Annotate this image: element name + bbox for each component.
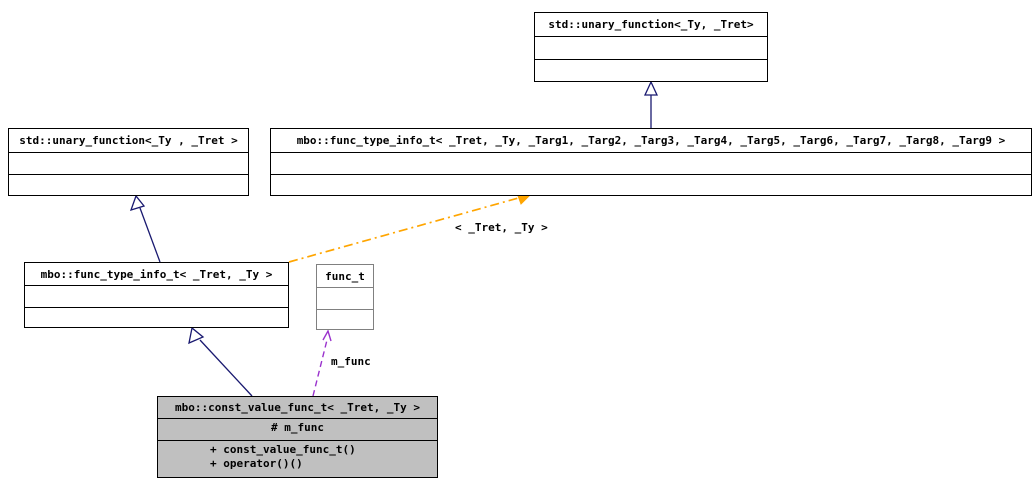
class-attributes-std-unary-function-top xyxy=(535,37,767,58)
class-attributes-std-unary-function-left xyxy=(9,153,248,173)
class-operation: + operator()() xyxy=(210,456,303,470)
class-separator xyxy=(9,173,248,175)
class-separator xyxy=(271,152,1031,154)
class-attributes-func-t xyxy=(317,288,373,308)
class-separator xyxy=(317,308,373,310)
class-separator xyxy=(535,58,767,60)
edge-usage-m-func xyxy=(312,329,332,397)
class-separator xyxy=(271,173,1031,175)
class-operation: + const_value_func_t() xyxy=(210,442,356,456)
class-operations-mbo-func-type-info-t-full xyxy=(271,175,1031,195)
edge-inherit-info2-from-unary-left xyxy=(129,194,161,263)
class-title-mbo-const-value-func-t: mbo::const_value_func_t< _Tret, _Ty > xyxy=(174,401,421,415)
class-separator xyxy=(9,152,248,154)
class-box-std-unary-function-left[interactable]: std::unary_function<_Ty , _Tret > xyxy=(8,128,249,196)
class-separator xyxy=(25,306,288,308)
class-separator xyxy=(317,287,373,289)
class-attributes-mbo-func-type-info-t-2 xyxy=(25,286,288,306)
class-title-std-unary-function-left: std::unary_function<_Ty , _Tret > xyxy=(19,134,238,148)
class-title-func-t: func_t xyxy=(325,269,365,283)
member-name-label: m_func xyxy=(331,355,371,368)
class-box-std-unary-function-top[interactable]: std::unary_function<_Ty, _Tret> xyxy=(534,12,768,82)
class-operations-mbo-func-type-info-t-2 xyxy=(25,308,288,327)
class-attributes-mbo-const-value-func-t: # m_func xyxy=(158,419,437,440)
class-attributes-mbo-func-type-info-t-full xyxy=(271,153,1031,173)
class-operations-mbo-const-value-func-t: + const_value_func_t()+ operator()() xyxy=(158,441,437,477)
class-operations-func-t xyxy=(317,310,373,329)
class-box-mbo-func-type-info-t-full[interactable]: mbo::func_type_info_t< _Tret, _Ty, _Targ… xyxy=(270,128,1032,196)
class-title-std-unary-function-top: std::unary_function<_Ty, _Tret> xyxy=(548,18,754,32)
class-separator xyxy=(535,36,767,38)
edge-inherit-full-from-top xyxy=(643,80,659,128)
class-attribute: # m_func xyxy=(271,421,324,435)
template-binding-label: < _Tret, _Ty > xyxy=(455,221,548,234)
class-operations-std-unary-function-left xyxy=(9,175,248,195)
class-separator xyxy=(158,439,437,441)
class-separator xyxy=(158,418,437,420)
class-title-mbo-func-type-info-t-2: mbo::func_type_info_t< _Tret, _Ty > xyxy=(40,267,273,281)
class-title-mbo-func-type-info-t-full: mbo::func_type_info_t< _Tret, _Ty, _Targ… xyxy=(296,134,1006,148)
class-operations-std-unary-function-top xyxy=(535,60,767,81)
class-box-mbo-func-type-info-t-2[interactable]: mbo::func_type_info_t< _Tret, _Ty > xyxy=(24,262,289,328)
class-box-mbo-const-value-func-t[interactable]: mbo::const_value_func_t< _Tret, _Ty ># m… xyxy=(157,396,438,478)
class-separator xyxy=(25,285,288,287)
edge-inherit-constvalue-from-info2 xyxy=(188,326,253,397)
class-box-func-t[interactable]: func_t xyxy=(316,264,374,330)
